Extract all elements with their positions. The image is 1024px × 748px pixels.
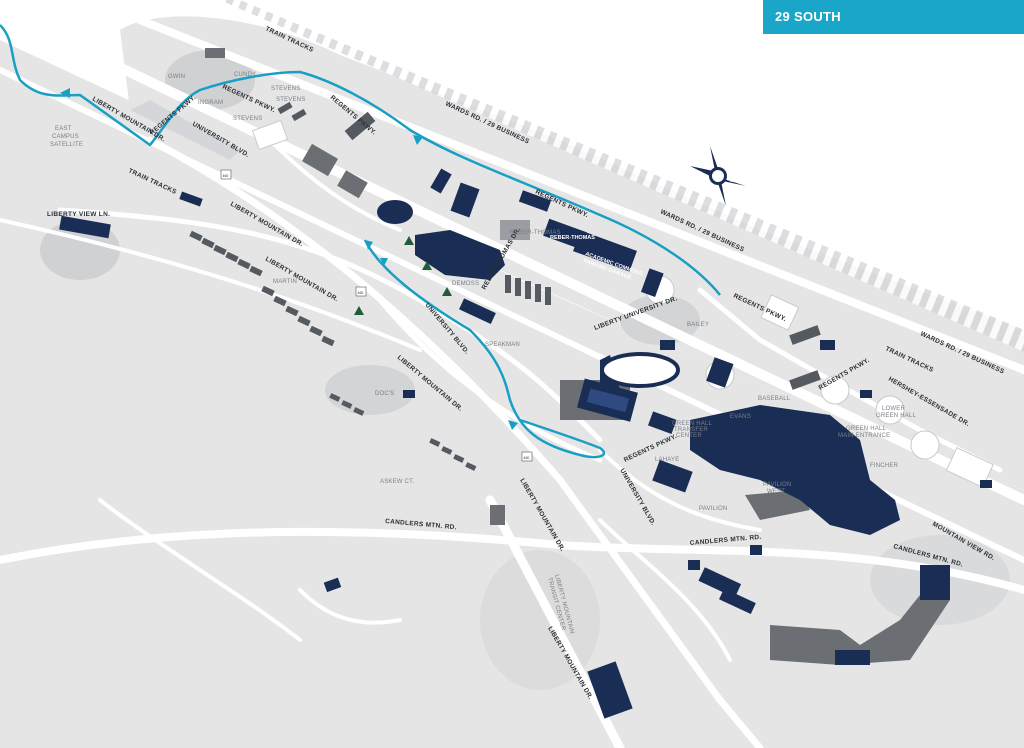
building-label: GWIN	[168, 74, 185, 80]
warning-triangle-icon	[404, 236, 414, 245]
route-arrow-icon	[508, 420, 518, 430]
navy-buildings	[59, 168, 992, 719]
building-academic-commons-garage	[573, 230, 637, 272]
building-label: CUNDY	[234, 72, 256, 78]
building-label: CAMPUS	[52, 134, 79, 140]
shield-label: 460	[223, 174, 229, 178]
building-label: STEVENS	[271, 86, 300, 92]
building-label: DOC'S	[375, 391, 394, 397]
building-label: EVANS	[730, 414, 751, 420]
building-label: FINCHER	[870, 463, 899, 469]
building-label: REBER-THOMAS	[550, 235, 595, 241]
route-shields: 460 460 460	[220, 169, 533, 462]
building-label: REBER-THOMAS	[510, 230, 561, 236]
warning-triangle-icon	[354, 306, 364, 315]
shield-label: 460	[358, 291, 364, 295]
shield-label: 460	[524, 456, 530, 460]
building-label: SATELLITE	[50, 142, 83, 148]
ground-areas	[0, 16, 1024, 748]
building-label: MARTIN	[273, 279, 297, 285]
warning-triangle-icon	[442, 287, 452, 296]
route-arrow-icon	[60, 88, 70, 98]
building-label: SPEAKMAN	[485, 342, 520, 348]
us-route-shield-icon	[220, 169, 232, 180]
building-green-hall	[690, 405, 900, 535]
us-route-shield-icon	[355, 286, 367, 297]
building-label: DEMOSS	[452, 281, 479, 287]
stadium	[577, 352, 680, 422]
parking-markers	[354, 236, 452, 315]
train-tracks	[130, 0, 1024, 352]
building-demoss	[415, 230, 505, 280]
building-label: PAVILION	[699, 506, 727, 512]
road-label: LIBERTY VIEW LN.	[47, 211, 110, 218]
building-label: GREEN HALL	[672, 421, 712, 427]
banner-title: 29 SOUTH	[775, 9, 841, 24]
building-label: WEST	[767, 489, 785, 495]
building-label: PAVILION	[763, 482, 791, 488]
building-label: LAHAYE	[655, 457, 679, 463]
building-label: EAST	[55, 126, 72, 132]
compass-label: N	[730, 175, 736, 184]
building-label: STEVENS	[276, 97, 305, 103]
building-label: BASEBALL	[758, 396, 791, 402]
building-label: INGRAM	[198, 100, 223, 106]
building-label: BAILEY	[687, 322, 709, 328]
direction-banner: 29 SOUTH	[763, 0, 1024, 34]
building-label: TRANSFER	[674, 427, 708, 433]
building-label: MAIN ENTRANCE	[838, 433, 890, 439]
warning-triangle-icon	[422, 261, 432, 270]
route-arrow-icon	[413, 135, 423, 145]
building-label: LOWER	[882, 406, 905, 412]
compass-rose-icon: N	[690, 146, 746, 206]
building-rows	[189, 101, 821, 471]
road-network	[0, 5, 1024, 748]
building-label: STEVENS	[233, 116, 262, 122]
route-arrows	[60, 88, 518, 430]
route-arrow-icon	[365, 240, 373, 250]
building-label: GREEN HALL	[876, 413, 916, 419]
building-label: GREEN HALL	[846, 426, 886, 432]
us-route-shield-icon	[521, 451, 533, 462]
building-label: CENTER	[676, 433, 702, 439]
route-line	[0, 24, 721, 459]
route-arrow-icon	[380, 258, 388, 266]
road-label: ASKEW CT.	[380, 479, 414, 485]
